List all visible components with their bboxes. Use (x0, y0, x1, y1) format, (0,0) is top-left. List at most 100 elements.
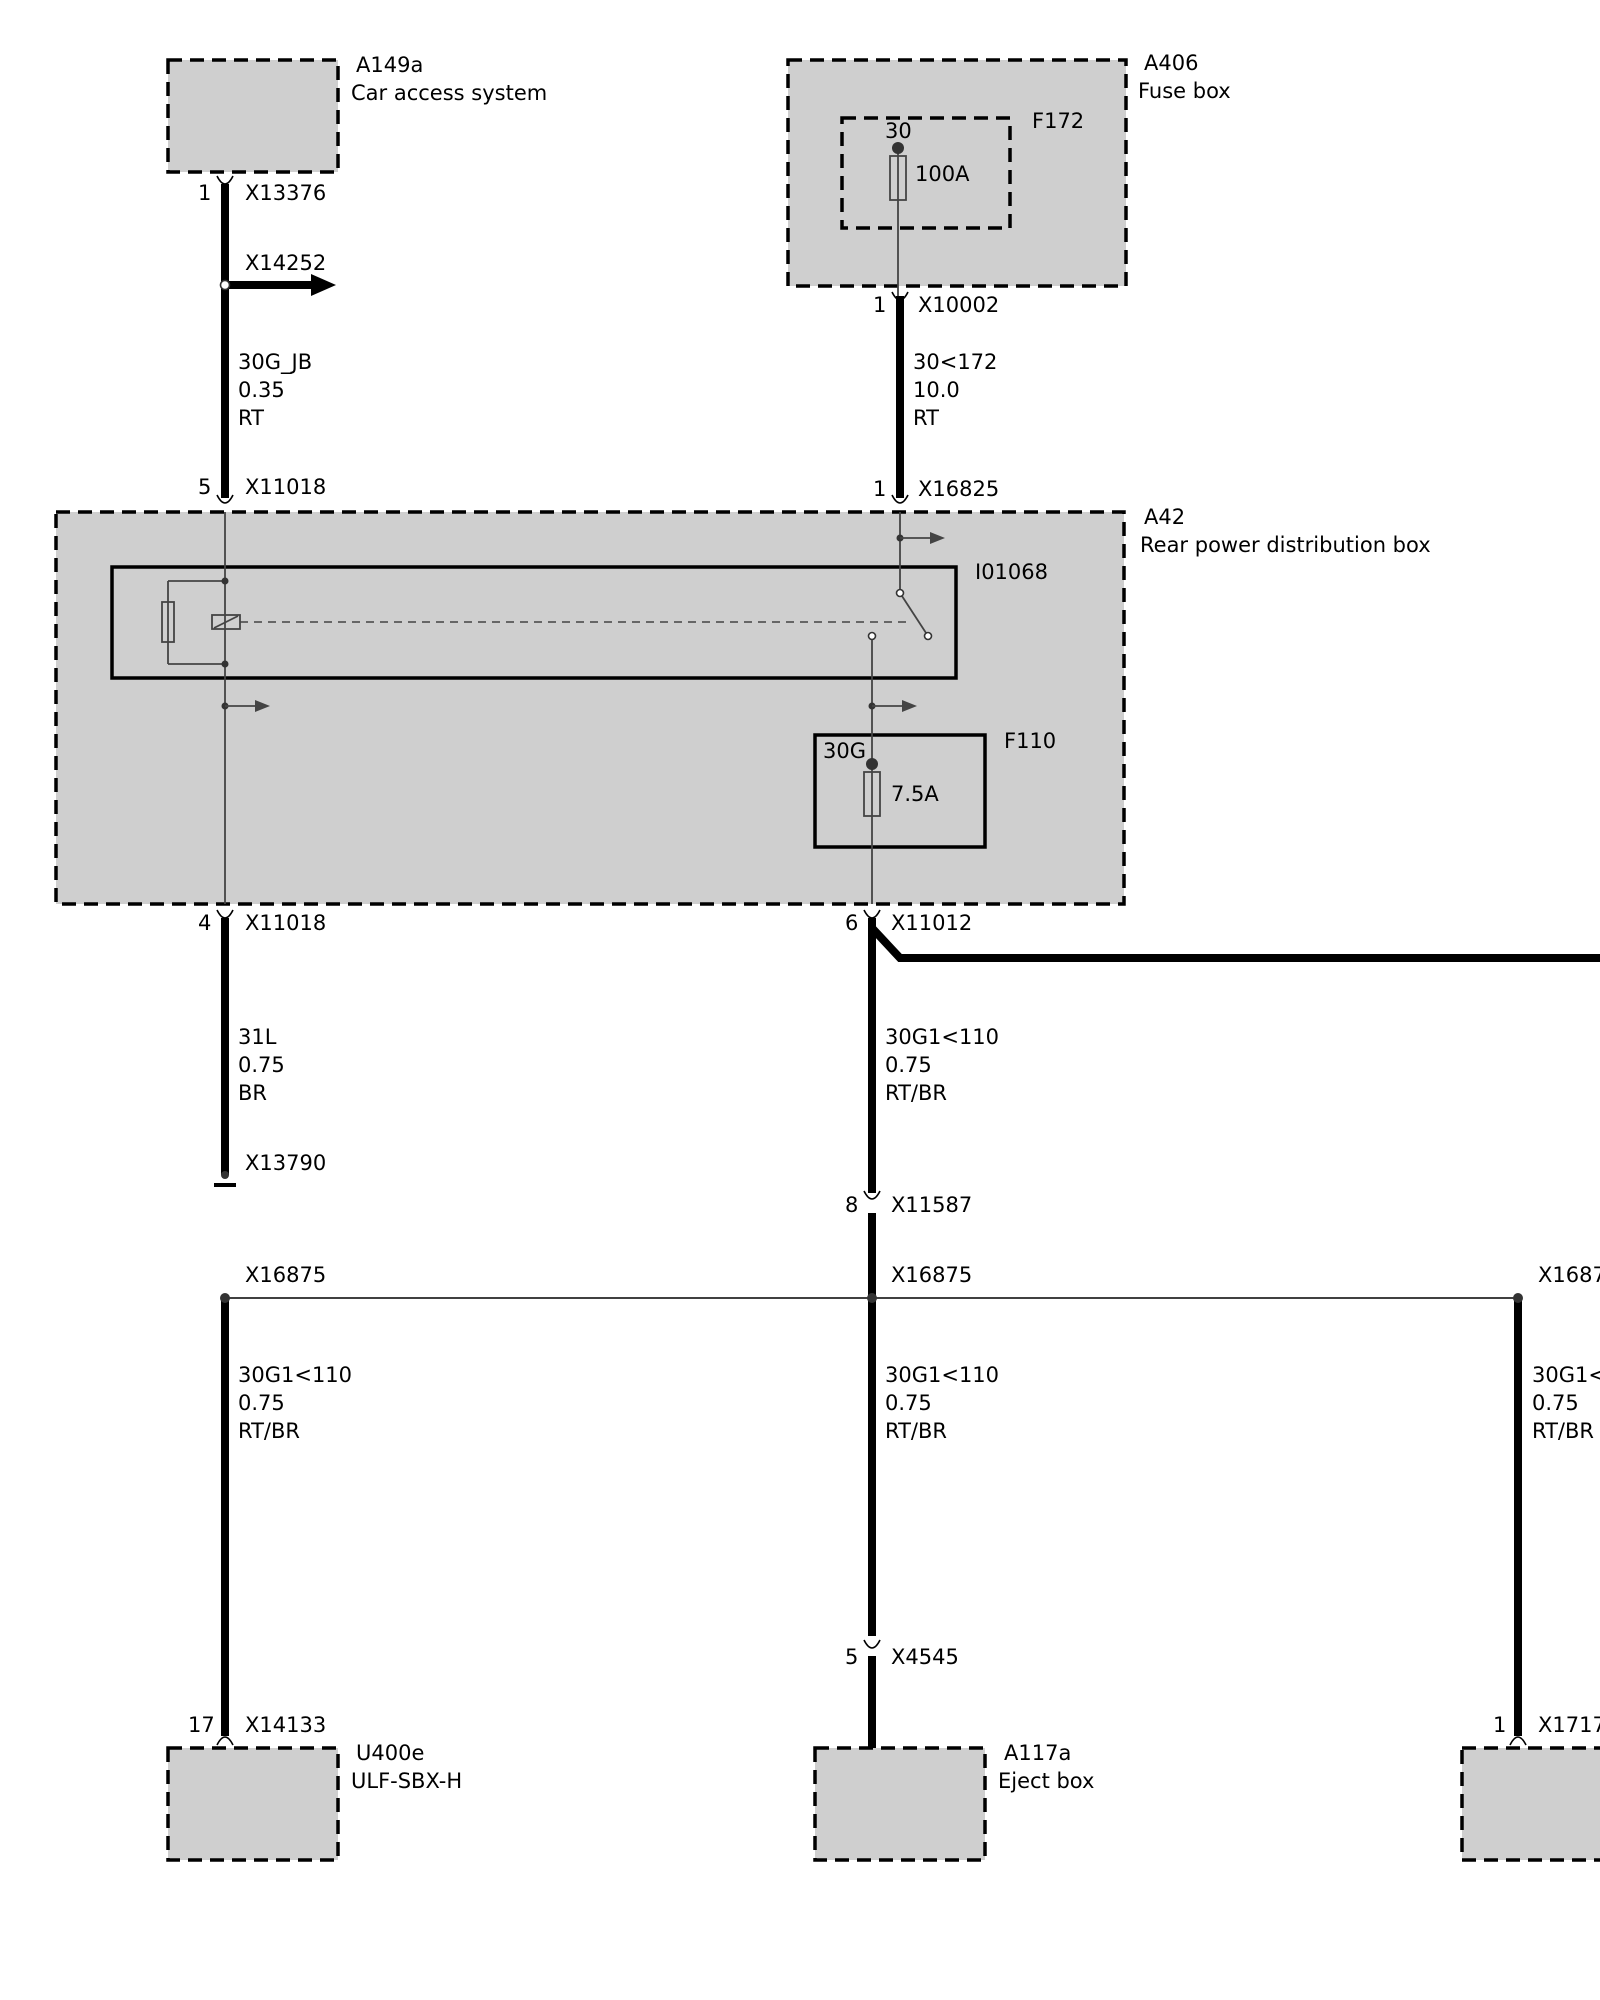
coil-resistor-icon (161, 601, 175, 643)
coil-top-dot (221, 577, 229, 585)
a406-name: Fuse box (1138, 79, 1231, 103)
connector-x4545-icon (863, 1639, 881, 1649)
wire-gauge: 0.35 (238, 378, 285, 402)
connector-x14133-icon (216, 1736, 234, 1746)
x11587-pin: 8 (845, 1193, 858, 1217)
a42-id: A42 (1144, 505, 1185, 529)
x10002-id: X10002 (918, 293, 999, 317)
x11018-bottom-pin: 4 (198, 911, 211, 935)
connector-x11018-top-icon (216, 494, 234, 504)
wire-signal: 31L (238, 1025, 277, 1049)
wire-signal: 30<172 (913, 350, 997, 374)
f172-terminal: 30 (885, 119, 912, 143)
a117a-name: Eject box (998, 1769, 1094, 1793)
wire-signal: 30G1<110 (885, 1025, 999, 1049)
wire-signal: 30G1<110 (885, 1363, 999, 1387)
connector-x1717-icon (1509, 1736, 1527, 1746)
connector-x11587-icon (863, 1190, 881, 1200)
f110-terminal: 30G (823, 739, 866, 763)
wire-gauge: 0.75 (885, 1053, 932, 1077)
wire-color: RT/BR (238, 1419, 300, 1443)
eject-box[interactable] (813, 1746, 987, 1862)
wire-gauge: 0.75 (885, 1391, 932, 1415)
right-component-box[interactable] (1460, 1746, 1600, 1862)
car-access-system-box[interactable] (166, 58, 340, 174)
x14252-arrow-icon (311, 274, 336, 296)
wire-signal: 30G1<110 (238, 1363, 352, 1387)
x11012-id: X11012 (891, 911, 972, 935)
x4545-pin: 5 (845, 1645, 858, 1669)
coil-bottom-dot (221, 660, 229, 668)
wire-30g1-branch-right[interactable] (869, 925, 1600, 962)
relay-coil-slash (213, 615, 239, 629)
splice-dot-right (1513, 1293, 1523, 1303)
wire-label-30g-jb: 30G_JB 0.35 RT (238, 350, 312, 430)
a149a-id: A149a (356, 53, 423, 77)
wire-gauge: 0.75 (1532, 1391, 1579, 1415)
x11587-id: X11587 (891, 1193, 972, 1217)
connector-x10002-icon (891, 291, 909, 301)
x11018-bottom-id: X11018 (245, 911, 326, 935)
x16875-mid-id: X16875 (891, 1263, 972, 1287)
u400e-name: ULF-SBX-H (351, 1769, 462, 1793)
wire-signal: 30G_JB (238, 350, 312, 375)
switch-contact-closed (923, 631, 933, 641)
wire-gauge: 10.0 (913, 378, 960, 402)
u400e-id: U400e (356, 1741, 424, 1765)
f110-terminal-dot (866, 758, 878, 770)
fuse-f110-box[interactable] (813, 733, 987, 849)
connector-x11018-bottom-icon (216, 909, 234, 919)
x13790-id: X13790 (245, 1151, 326, 1175)
a117a-id: A117a (1004, 1741, 1071, 1765)
wire-label-31l: 31L 0.75 BR (238, 1025, 285, 1105)
x16825-pin: 1 (873, 477, 886, 501)
a149a-name: Car access system (351, 81, 547, 105)
fuse-f172-icon (889, 155, 907, 201)
wire-gauge: 0.75 (238, 1391, 285, 1415)
wire-color: RT (913, 406, 939, 430)
f172-rating: 100A (915, 162, 970, 186)
wire-color: RT/BR (885, 1419, 947, 1443)
wire-color: BR (238, 1081, 267, 1105)
x16875-right-id: X1687 (1538, 1263, 1600, 1287)
wire-color: RT/BR (1532, 1419, 1594, 1443)
f172-id: F172 (1032, 109, 1084, 133)
x11018-top-pin: 5 (198, 475, 211, 499)
connector-x16825-icon (891, 494, 909, 504)
f110-rating: 7.5A (891, 782, 939, 806)
wire-gauge: 0.75 (238, 1053, 285, 1077)
splice-dot-mid (867, 1293, 877, 1303)
wire-signal: 30G1< (1532, 1363, 1600, 1387)
fuse-f172-box[interactable] (840, 116, 1012, 230)
wire-color: RT (238, 406, 264, 430)
x16825-id: X16825 (918, 477, 999, 501)
x11018-top-id: X11018 (245, 475, 326, 499)
relay-i01068-box[interactable] (110, 565, 958, 680)
x10002-pin: 1 (873, 293, 886, 317)
connector-x13790-icon (221, 1171, 229, 1179)
mid-tap-arrow-icon (902, 700, 917, 712)
x13376-id: X13376 (245, 181, 326, 205)
a406-id: A406 (1144, 51, 1198, 75)
switch-pivot (895, 588, 905, 598)
switch-contact-open (867, 631, 877, 641)
wire-color: RT/BR (885, 1081, 947, 1105)
x16875-left-id: X16875 (245, 1263, 326, 1287)
connector-x13376-icon (216, 175, 234, 185)
wire-label-30g1-mid: 30G1<110 0.75 RT/BR (885, 1363, 999, 1443)
a42-name: Rear power distribution box (1140, 533, 1431, 557)
fuse-f110-icon (863, 771, 881, 817)
f110-id: F110 (1004, 729, 1056, 753)
wire-label-30g1-right: 30G1< 0.75 RT/BR (1532, 1363, 1600, 1443)
wire-label-30-172: 30<172 10.0 RT (913, 350, 997, 430)
x16825-tap-arrow-icon (930, 532, 945, 544)
relay-switch-contact-icon (899, 592, 929, 637)
connector-x14252-icon (219, 279, 231, 291)
x1717-id: X1717 (1538, 1713, 1600, 1737)
x14133-pin: 17 (188, 1713, 215, 1737)
wire-label-30g1-left: 30G1<110 0.75 RT/BR (238, 1363, 352, 1443)
x13376-pin: 1 (198, 181, 211, 205)
rear-power-distribution-box[interactable] (54, 510, 1126, 906)
ulf-sbx-h-box[interactable] (166, 1746, 340, 1862)
